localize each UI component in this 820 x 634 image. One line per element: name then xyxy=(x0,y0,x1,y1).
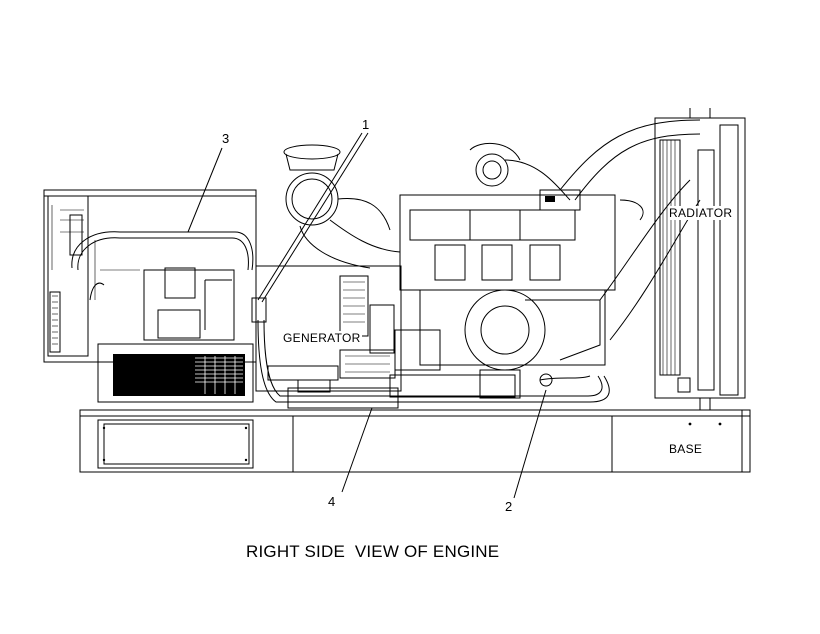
label-generator: GENERATOR xyxy=(282,331,362,345)
base-skid xyxy=(79,409,751,473)
engine-block xyxy=(389,142,616,399)
leader-lines xyxy=(187,132,547,499)
callout-3: 3 xyxy=(222,131,230,146)
figure-caption: RIGHT SIDE VIEW OF ENGINE xyxy=(246,542,500,561)
generator-block xyxy=(255,265,402,409)
air-cleaner xyxy=(283,144,401,269)
hose-loom xyxy=(251,297,610,403)
callout-1: 1 xyxy=(362,117,370,132)
radiator-pipe xyxy=(559,119,701,341)
louvre-grille xyxy=(113,354,245,396)
callout-2: 2 xyxy=(505,499,513,514)
label-base: BASE xyxy=(669,442,703,456)
label-radiator: RADIATOR xyxy=(668,206,734,220)
wiring-harness xyxy=(71,231,254,301)
radiator xyxy=(654,108,746,411)
callout-4: 4 xyxy=(328,494,336,509)
